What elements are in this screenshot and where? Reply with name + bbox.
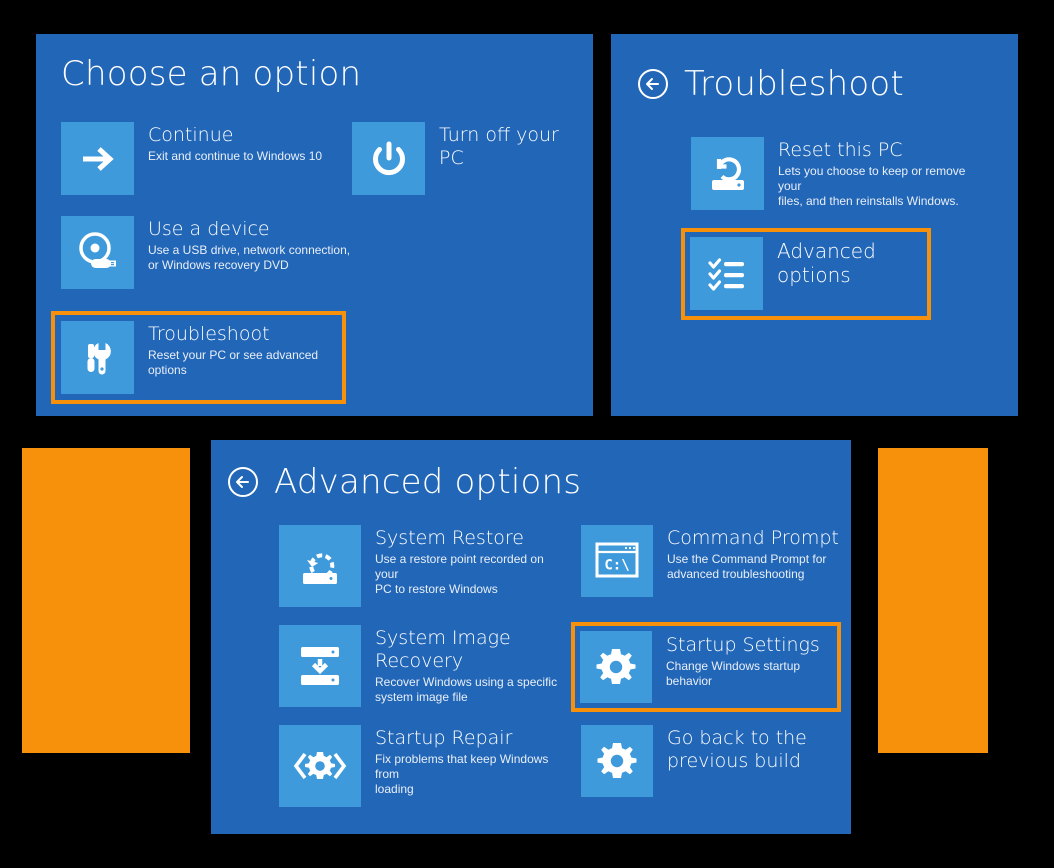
option-system-image-recovery-text: System Image Recovery Recover Windows us… <box>361 625 557 705</box>
gear-icon <box>581 725 653 797</box>
option-description: Lets you choose to keep or remove your f… <box>778 164 966 208</box>
option-title: Advanced options <box>777 239 876 287</box>
orange-accent-block-left <box>22 448 190 753</box>
reset-pc-icon <box>691 137 764 210</box>
panel-troubleshoot-header: Troubleshoot <box>611 34 1018 104</box>
option-advanced-options[interactable]: Advanced options <box>681 228 931 320</box>
option-title: Startup Settings <box>666 634 820 656</box>
option-troubleshoot-text: Troubleshoot Reset your PC or see advanc… <box>134 315 342 378</box>
option-title: System Restore <box>375 527 524 549</box>
back-arrow-circle-icon[interactable] <box>636 67 670 101</box>
page-title: Advanced options <box>274 462 582 502</box>
gear-icon <box>580 631 652 703</box>
option-turn-off-text: Turn off your PC <box>425 122 587 172</box>
code-gear-icon <box>279 725 361 807</box>
option-startup-settings[interactable]: Startup Settings Change Windows startup … <box>571 622 841 712</box>
option-title: Reset this PC <box>778 139 903 161</box>
option-title: Turn off your PC <box>439 124 559 169</box>
option-reset-this-pc-text: Reset this PC Lets you choose to keep or… <box>764 137 991 209</box>
arrow-right-icon <box>61 122 134 195</box>
option-use-a-device-text: Use a device Use a USB drive, network co… <box>134 216 350 273</box>
option-title: System Image Recovery <box>375 627 511 672</box>
option-description: Reset your PC or see advanced options <box>148 348 319 377</box>
option-description: Use the Command Prompt for advanced trou… <box>667 552 827 581</box>
command-prompt-icon: C:\ <box>581 525 653 597</box>
option-system-restore-text: System Restore Use a restore point recor… <box>361 525 569 597</box>
screwdriver-wrench-icon <box>61 321 134 394</box>
option-title: Command Prompt <box>667 527 839 549</box>
option-system-restore[interactable]: System Restore Use a restore point recor… <box>279 525 569 607</box>
option-description: Use a restore point recorded on your PC … <box>375 552 544 596</box>
system-restore-icon <box>279 525 361 607</box>
option-description: Fix problems that keep Windows from load… <box>375 752 549 796</box>
option-description: Use a USB drive, network connection, or … <box>148 243 351 272</box>
back-arrow-circle-icon[interactable] <box>226 465 260 499</box>
option-startup-settings-text: Startup Settings Change Windows startup … <box>652 626 837 689</box>
device-disc-usb-icon <box>61 216 134 289</box>
option-reset-this-pc[interactable]: Reset this PC Lets you choose to keep or… <box>691 137 991 222</box>
option-startup-repair-text: Startup Repair Fix problems that keep Wi… <box>361 725 569 797</box>
orange-accent-block-right <box>878 448 988 753</box>
power-icon <box>352 122 425 195</box>
option-title: Startup Repair <box>375 727 513 749</box>
option-description: Change Windows startup behavior <box>666 659 801 688</box>
option-title: Troubleshoot <box>148 323 270 345</box>
option-go-back-text: Go back to the previous build <box>653 725 807 775</box>
option-description: Exit and continue to Windows 10 <box>148 149 323 163</box>
option-turn-off-your-pc[interactable]: Turn off your PC <box>352 122 587 207</box>
panel-choose-an-option: Choose an option Continue Exit and conti… <box>36 34 593 416</box>
option-go-back-previous-build[interactable]: Go back to the previous build <box>581 725 841 807</box>
option-use-a-device[interactable]: Use a device Use a USB drive, network co… <box>61 216 361 301</box>
option-continue[interactable]: Continue Exit and continue to Windows 10 <box>61 122 351 207</box>
option-description: Recover Windows using a specific system … <box>375 675 558 704</box>
svg-text:C:\: C:\ <box>604 558 629 574</box>
option-advanced-options-text: Advanced options <box>763 232 927 289</box>
system-image-recovery-icon <box>279 625 361 707</box>
option-title: Go back to the previous build <box>667 727 807 772</box>
option-system-image-recovery[interactable]: System Image Recovery Recover Windows us… <box>279 625 569 707</box>
panel-advanced-options: Advanced options System Restore Use a re… <box>211 440 851 834</box>
option-title: Use a device <box>148 218 270 240</box>
option-title: Continue <box>148 124 234 146</box>
panel-choose-header: Choose an option <box>36 34 593 94</box>
panel-troubleshoot: Troubleshoot Reset this PC Lets you choo… <box>611 34 1018 416</box>
option-command-prompt-text: Command Prompt Use the Command Prompt fo… <box>653 525 839 582</box>
checklist-icon <box>690 237 763 310</box>
option-troubleshoot[interactable]: Troubleshoot Reset your PC or see advanc… <box>51 311 346 404</box>
panel-advanced-header: Advanced options <box>211 440 851 502</box>
page-title: Choose an option <box>61 54 362 94</box>
page-title: Troubleshoot <box>684 64 904 104</box>
option-startup-repair[interactable]: Startup Repair Fix problems that keep Wi… <box>279 725 569 807</box>
option-continue-text: Continue Exit and continue to Windows 10 <box>134 122 322 164</box>
option-command-prompt[interactable]: C:\ Command Prompt Use the Command Promp… <box>581 525 841 607</box>
